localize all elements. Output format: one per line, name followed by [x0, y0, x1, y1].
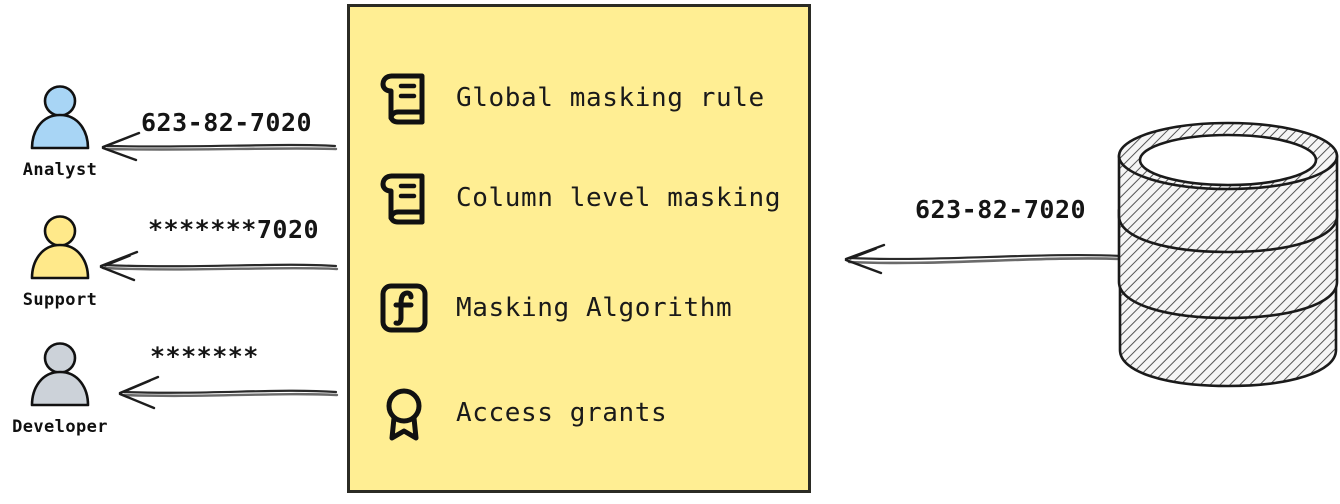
flow-label-analyst: 623-82-7020 [141, 108, 313, 137]
policy-item-label: Global masking rule [456, 83, 765, 113]
actor-label-support: Support [22, 290, 98, 310]
arrow-to-developer [118, 375, 339, 410]
database-cylinder-icon [1117, 121, 1339, 388]
actor-analyst[interactable]: Analyst [0, 82, 120, 179]
policy-item-access-grants[interactable]: Access grants [378, 382, 667, 444]
flow-label-developer: ******* [150, 342, 259, 371]
actor-support[interactable]: Support [0, 212, 120, 309]
actor-developer[interactable]: Developer [0, 339, 120, 436]
user-avatar-icon [30, 342, 90, 407]
actor-label-analyst: Analyst [22, 160, 98, 180]
flow-label-source: 623-82-7020 [915, 195, 1087, 224]
policy-item-label: Column level masking [456, 183, 782, 213]
function-box-icon [380, 283, 428, 333]
scroll-document-icon [380, 173, 425, 225]
flow-label-support: *******7020 [148, 215, 320, 244]
policy-item-label: Masking Algorithm [456, 293, 733, 323]
arrow-to-support [99, 250, 339, 282]
arrow-database-to-panel [844, 243, 1125, 275]
user-avatar-icon [30, 215, 90, 280]
policy-item-global-masking-rule[interactable]: Global masking rule [378, 67, 765, 129]
policy-item-label: Access grants [456, 398, 668, 428]
policy-panel: Global masking rule Column level masking… [347, 4, 811, 493]
database-store[interactable] [1110, 118, 1340, 398]
scroll-document-icon [380, 73, 425, 125]
user-avatar-icon [30, 85, 90, 150]
policy-item-masking-algorithm[interactable]: Masking Algorithm [378, 277, 732, 339]
award-medal-icon [386, 388, 422, 441]
actor-label-developer: Developer [12, 417, 108, 437]
policy-item-column-level-masking[interactable]: Column level masking [378, 167, 781, 229]
arrow-to-analyst [101, 131, 338, 162]
